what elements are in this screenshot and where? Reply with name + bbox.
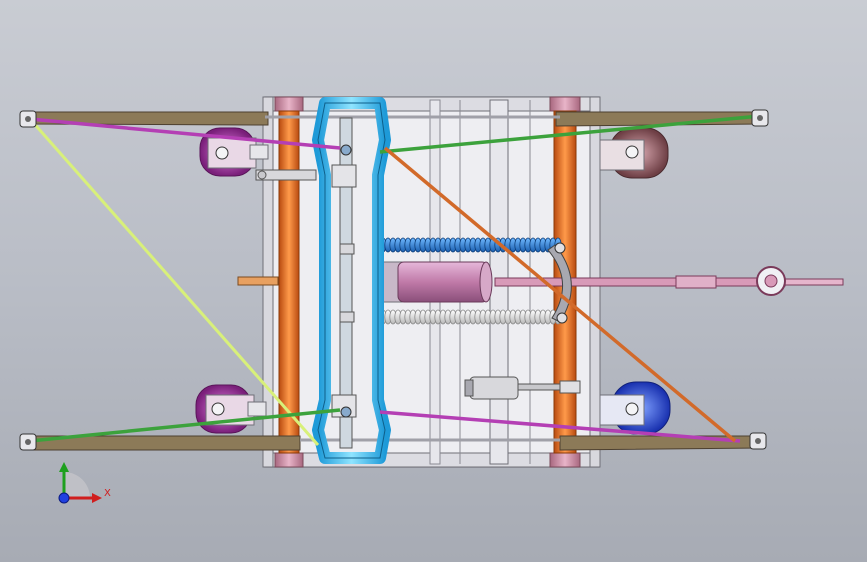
blue-coil-spring[interactable] [374, 237, 562, 253]
kingpin-shaft [339, 117, 353, 449]
wheel-rear-left[interactable] [195, 384, 267, 434]
left-bracket [237, 276, 279, 286]
wheel-front-left[interactable] [199, 127, 269, 177]
blue-steering-frame[interactable] [312, 97, 391, 464]
clevis-front-right[interactable] [751, 109, 769, 127]
coordinate-triad: X [58, 462, 111, 504]
yellow-diagonal-link[interactable] [28, 118, 320, 446]
purple-link-bottom[interactable] [379, 410, 741, 443]
purple-link-top[interactable] [29, 117, 341, 150]
clevis-rear-left[interactable] [19, 433, 37, 451]
green-link-bottom[interactable] [29, 408, 341, 443]
white-coil-spring[interactable] [374, 309, 562, 325]
clevis-rear-right[interactable] [749, 432, 767, 450]
green-link-top[interactable] [379, 114, 761, 154]
wheel-rear-right[interactable] [599, 381, 671, 435]
bushing [549, 452, 581, 468]
copper-diagonal-link[interactable] [383, 146, 737, 443]
clevis-front-left[interactable] [19, 110, 37, 128]
bushing [549, 96, 581, 112]
x-axis-label: X [104, 488, 111, 499]
bottom-brown-beam[interactable] [29, 435, 761, 451]
left-orange-tube[interactable] [278, 110, 300, 454]
x-axis-arrowhead [92, 493, 102, 503]
main-cylinder[interactable] [381, 261, 493, 303]
small-actuator-top[interactable] [255, 169, 317, 181]
y-axis-arrowhead [59, 462, 69, 472]
bushing [274, 96, 304, 112]
tow-arm[interactable] [494, 266, 844, 296]
bushing [274, 452, 304, 468]
wheel-front-right[interactable] [599, 127, 669, 179]
z-axis-dot [58, 492, 70, 504]
triad-plane [64, 472, 90, 498]
small-actuator[interactable] [464, 376, 581, 400]
steering-quadrant[interactable] [547, 242, 572, 324]
